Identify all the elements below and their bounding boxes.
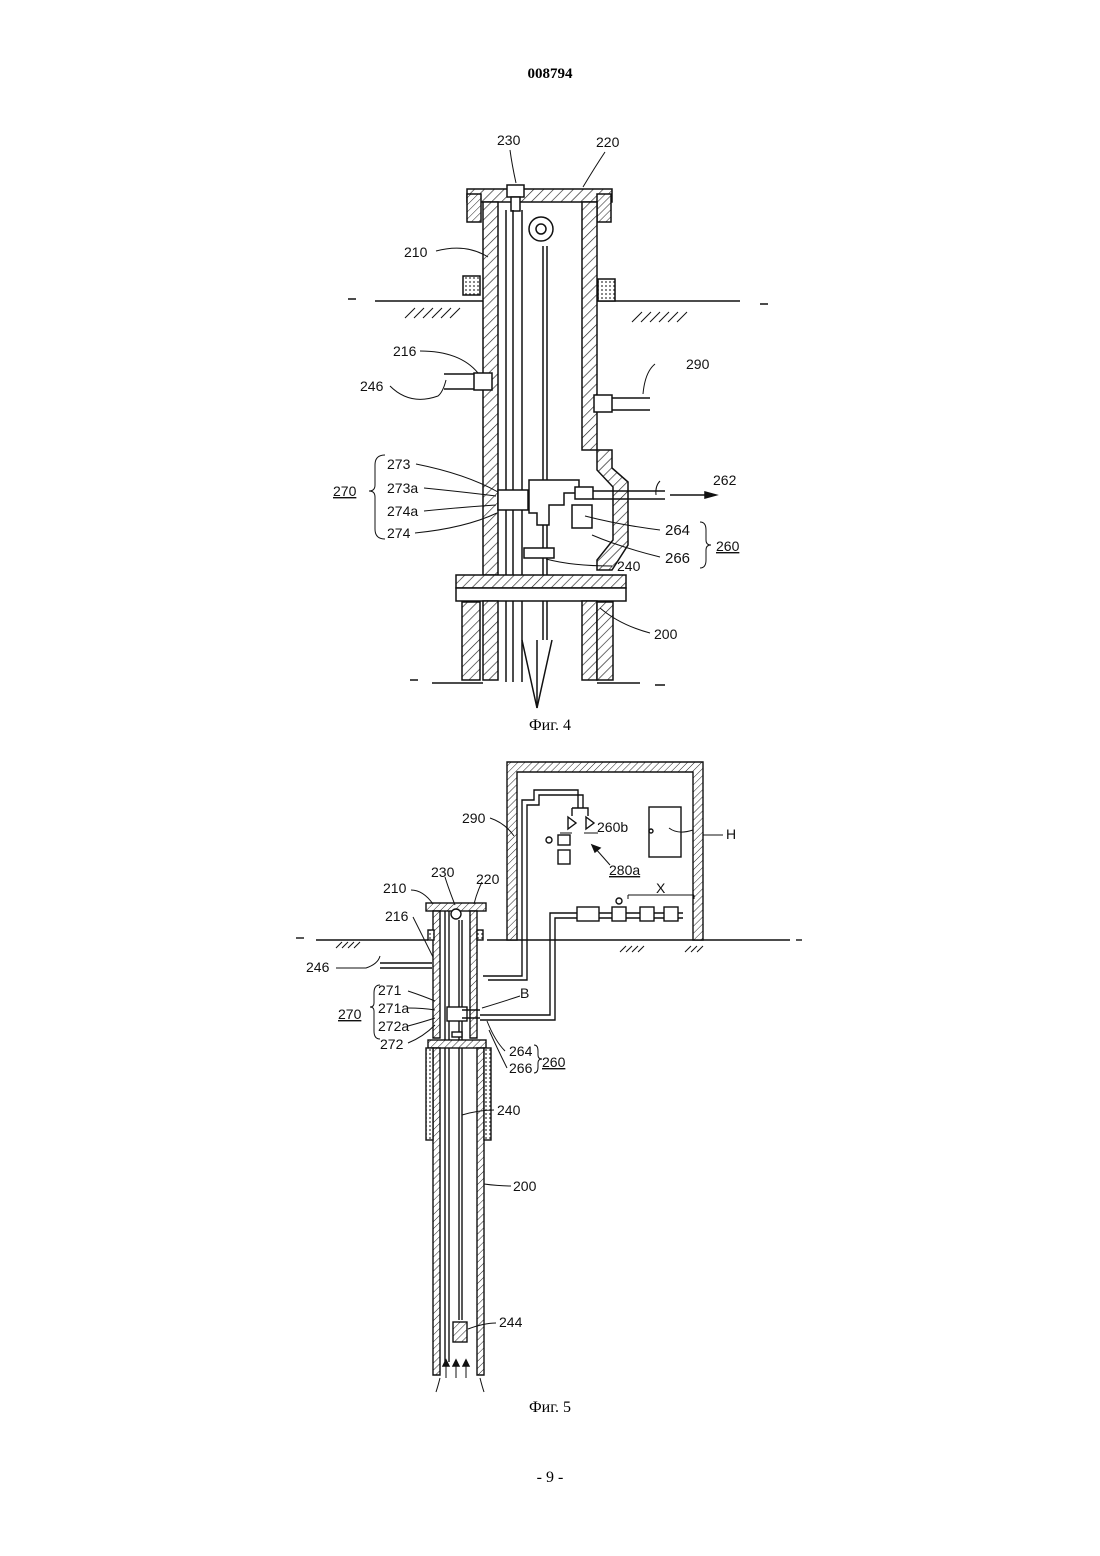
fig5-label-260: 260 [542, 1054, 566, 1070]
fig5-label-220: 220 [476, 871, 500, 887]
fig5-label-270: 270 [338, 1006, 362, 1022]
fig4-label-273a: 273a [387, 480, 418, 496]
fig5-label-200: 200 [513, 1178, 537, 1194]
fig5-label-240: 240 [497, 1102, 521, 1118]
fig5-label-216: 216 [385, 908, 409, 924]
fig4-label-216: 216 [393, 343, 417, 359]
figure-4-drawing [348, 150, 768, 708]
fig4-label-210: 210 [404, 244, 428, 260]
fig4-label-240: 240 [617, 558, 641, 574]
figure-5-caption: Фиг. 5 [0, 1399, 1100, 1417]
fig5-label-244: 244 [499, 1314, 523, 1330]
fig4-label-246: 246 [360, 378, 384, 394]
fig5-label-230: 230 [431, 864, 455, 880]
fig4-label-274a: 274a [387, 503, 418, 519]
fig5-label-271: 271 [378, 982, 402, 998]
figure-5-labels: 290 260b 280a H X 230 220 210 216 246 27… [306, 810, 736, 1330]
fig4-label-290: 290 [686, 356, 710, 372]
fig5-label-B: B [520, 985, 529, 1001]
fig5-label-210: 210 [383, 880, 407, 896]
fig5-label-272: 272 [380, 1036, 404, 1052]
fig5-label-272a: 272a [378, 1018, 409, 1034]
fig5-label-X: X [656, 880, 666, 896]
fig4-label-230: 230 [497, 132, 521, 148]
fig4-label-273: 273 [387, 456, 411, 472]
fig4-label-262: 262 [713, 472, 737, 488]
fig4-label-270: 270 [333, 483, 357, 499]
fig5-label-246: 246 [306, 959, 330, 975]
fig4-label-220: 220 [596, 134, 620, 150]
fig5-label-280a: 280a [609, 862, 640, 878]
fig4-label-260: 260 [716, 538, 740, 554]
figure-5-drawing [296, 762, 802, 1392]
fig5-label-290: 290 [462, 810, 486, 826]
page-number: - 9 - [0, 1469, 1100, 1487]
fig5-label-271a: 271a [378, 1000, 409, 1016]
fig5-label-266: 266 [509, 1060, 533, 1076]
fig5-label-260b: 260b [597, 819, 628, 835]
fig5-label-264: 264 [509, 1043, 533, 1059]
figure-4-caption: Фиг. 4 [0, 717, 1100, 735]
fig4-label-274: 274 [387, 525, 411, 541]
fig4-label-200: 200 [654, 626, 678, 642]
fig4-label-264: 264 [665, 522, 690, 539]
fig5-label-H: H [726, 826, 736, 842]
fig4-label-266: 266 [665, 550, 690, 567]
figure-4-labels: 230 220 210 216 246 290 273 273a 274a 27… [333, 132, 740, 642]
